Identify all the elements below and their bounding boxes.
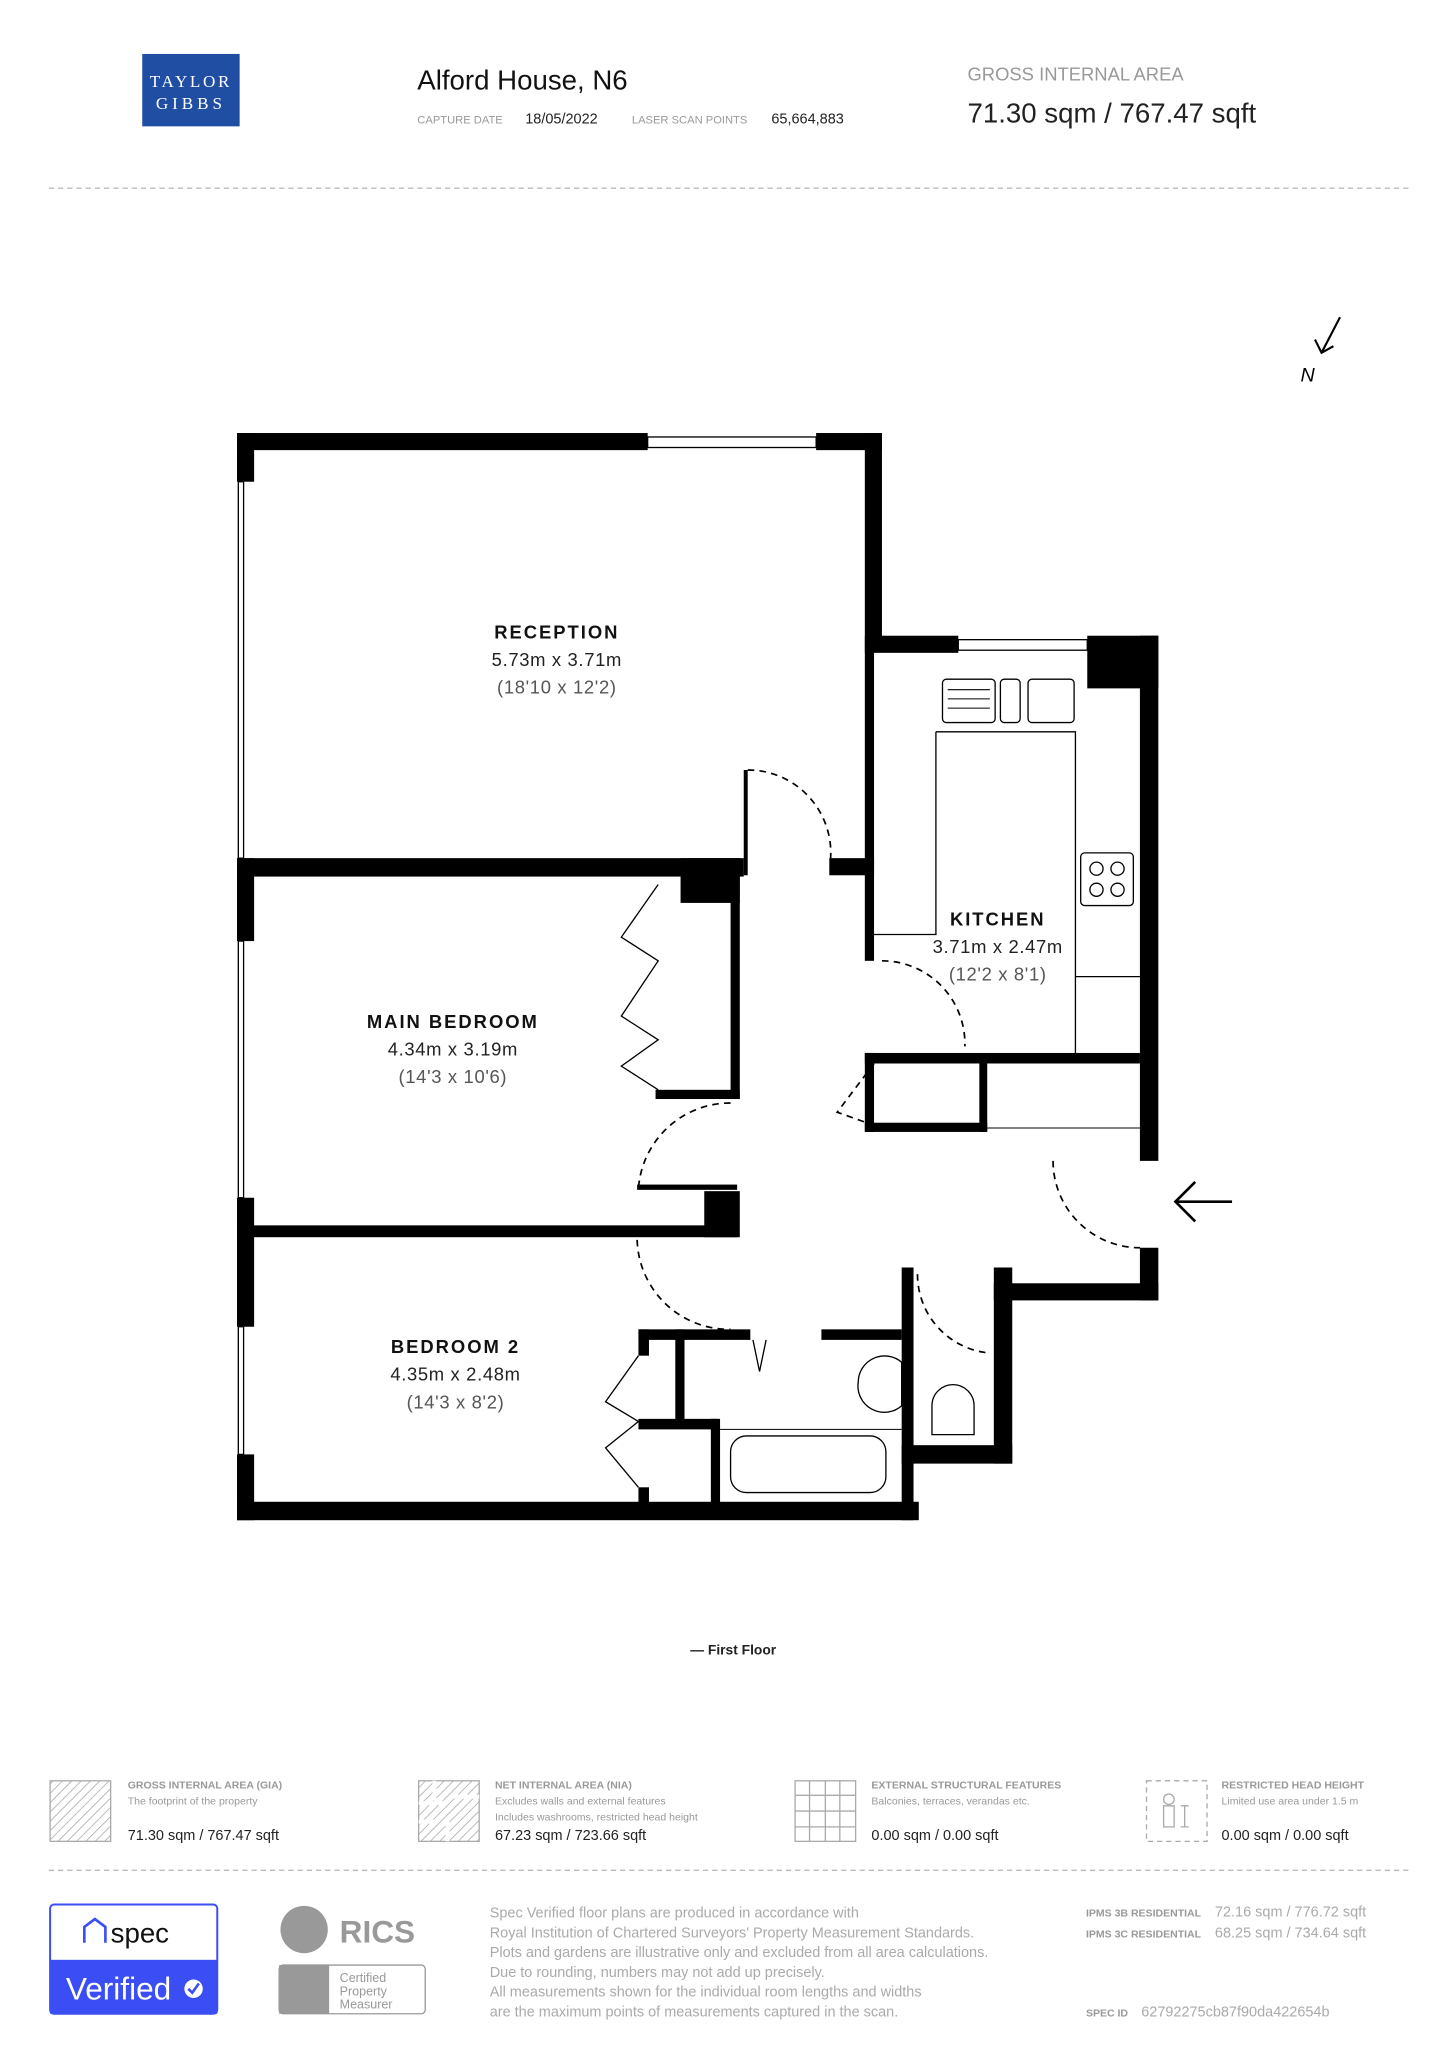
svg-text:TAYLOR: TAYLOR <box>150 72 232 91</box>
room-label-reception: RECEPTION 5.73m x 3.71m (18'10 x 12'2) <box>492 621 622 697</box>
door-swings <box>604 769 1140 1488</box>
svg-text:Property: Property <box>340 1984 388 1998</box>
svg-text:All measurements shown for the: All measurements shown for the individua… <box>490 1985 922 2001</box>
toilet-icon <box>931 1383 975 1436</box>
svg-text:Due to rounding, numbers may n: Due to rounding, numbers may not add up … <box>490 1965 825 1981</box>
room-label-main-bedroom: MAIN BEDROOM 4.34m x 3.19m (14'3 x 10'6) <box>367 1011 539 1087</box>
basin-icon <box>857 1355 903 1413</box>
svg-text:Balconies, terraces, verandas: Balconies, terraces, verandas etc. <box>871 1796 1029 1808</box>
svg-text:Measurer: Measurer <box>340 1998 393 2012</box>
rics-logo: RICS Certified Property Measurer <box>278 1905 426 2015</box>
svg-text:Spec Verified floor plans are: Spec Verified floor plans are produced i… <box>490 1906 859 1922</box>
svg-text:Includes washrooms, restricted: Includes washrooms, restricted head heig… <box>495 1811 698 1823</box>
svg-text:(18'10 x 12'2): (18'10 x 12'2) <box>497 677 617 698</box>
scan-points: 65,664,883 <box>771 112 843 128</box>
svg-text:EXTERNAL STRUCTURAL FEATURES: EXTERNAL STRUCTURAL FEATURES <box>871 1780 1061 1792</box>
ipms-areas: IPMS 3B RESIDENTIAL 72.16 sqm / 776.72 s… <box>1086 1904 1366 2020</box>
svg-text:4.35m x 2.48m: 4.35m x 2.48m <box>390 1364 520 1385</box>
disclaimer: Spec Verified floor plans are produced i… <box>490 1906 989 2021</box>
capture-date: 18/05/2022 <box>525 112 597 128</box>
svg-text:RICS: RICS <box>340 1914 415 1950</box>
sink-icon <box>999 678 1021 724</box>
grid-icon <box>794 1780 857 1843</box>
gia-value: 71.30 sqm / 767.47 sqft <box>967 97 1256 128</box>
svg-text:0.00 sqm / 0.00 sqft: 0.00 sqm / 0.00 sqft <box>871 1828 998 1844</box>
svg-text:Verified: Verified <box>66 1970 171 2006</box>
svg-text:N: N <box>1300 365 1315 387</box>
svg-text:0.00 sqm / 0.00 sqft: 0.00 sqm / 0.00 sqft <box>1222 1828 1349 1844</box>
room-label-kitchen: KITCHEN 3.71m x 2.47m (12'2 x 8'1) <box>933 908 1063 984</box>
svg-text:62792275cb87f90da422654b: 62792275cb87f90da422654b <box>1141 2004 1329 2020</box>
svg-text:BEDROOM 2: BEDROOM 2 <box>391 1336 520 1357</box>
svg-text:71.30 sqm / 767.47 sqft: 71.30 sqm / 767.47 sqft <box>128 1828 279 1844</box>
svg-text:are the maximum points of meas: are the maximum points of measurements c… <box>490 2004 899 2020</box>
svg-text:Plots and gardens are illustra: Plots and gardens are illustrative only … <box>490 1945 989 1961</box>
scan-points-label: LASER SCAN POINTS <box>632 115 747 127</box>
walls <box>237 433 1159 1521</box>
floor-plan <box>237 433 1233 1521</box>
svg-text:SPEC ID: SPEC ID <box>1086 2007 1128 2019</box>
spec-verified-badge: spec Verified <box>49 1903 219 2015</box>
legend-nia: NET INTERNAL AREA (NIA) Excludes walls a… <box>417 1780 698 1844</box>
fixtures <box>720 678 1140 1494</box>
svg-text:67.23 sqm / 723.66 sqft: 67.23 sqm / 723.66 sqft <box>495 1828 646 1844</box>
svg-text:Excludes walls and external fe: Excludes walls and external features <box>495 1796 666 1808</box>
north-arrow-icon: N <box>1300 316 1341 387</box>
svg-text:GROSS INTERNAL AREA (GIA): GROSS INTERNAL AREA (GIA) <box>128 1780 282 1792</box>
svg-text:spec: spec <box>111 1918 170 1949</box>
person-height-icon <box>1145 1780 1208 1843</box>
company-logo: TAYLOR GIBBS <box>142 53 240 127</box>
svg-text:72.16 sqm / 776.72 sqft: 72.16 sqm / 776.72 sqft <box>1215 1904 1366 1920</box>
property-title: Alford House, N6 <box>417 65 627 96</box>
svg-text:4.34m x 3.19m: 4.34m x 3.19m <box>388 1039 518 1060</box>
legend-external: EXTERNAL STRUCTURAL FEATURES Balconies, … <box>794 1780 1061 1844</box>
legend-gia: GROSS INTERNAL AREA (GIA) The footprint … <box>49 1780 282 1844</box>
svg-text:The footprint of the property: The footprint of the property <box>128 1796 259 1808</box>
legend-restricted: RESTRICTED HEAD HEIGHT Limited use area … <box>1145 1780 1365 1844</box>
svg-text:68.25 sqm / 734.64 sqft: 68.25 sqm / 734.64 sqft <box>1215 1925 1366 1941</box>
spec-house-icon <box>83 1917 107 1943</box>
svg-text:NET INTERNAL AREA (NIA): NET INTERNAL AREA (NIA) <box>495 1780 632 1792</box>
capture-date-label: CAPTURE DATE <box>417 115 502 127</box>
bath-icon <box>729 1435 887 1494</box>
svg-text:RECEPTION: RECEPTION <box>494 621 619 642</box>
floor-label: — First Floor <box>690 1641 777 1657</box>
hob-icon <box>1080 852 1134 907</box>
svg-text:(14'3 x 10'6): (14'3 x 10'6) <box>399 1066 508 1087</box>
svg-text:Royal Institution of Chartered: Royal Institution of Chartered Surveyors… <box>490 1925 974 1941</box>
svg-text:RESTRICTED HEAD HEIGHT: RESTRICTED HEAD HEIGHT <box>1222 1780 1365 1792</box>
svg-text:KITCHEN: KITCHEN <box>950 908 1046 929</box>
gia-label: GROSS INTERNAL AREA <box>967 63 1184 84</box>
svg-text:5.73m x 3.71m: 5.73m x 3.71m <box>492 649 622 670</box>
svg-text:3.71m x 2.47m: 3.71m x 2.47m <box>933 936 1063 957</box>
svg-text:IPMS 3C RESIDENTIAL: IPMS 3C RESIDENTIAL <box>1086 1928 1202 1940</box>
svg-text:MAIN BEDROOM: MAIN BEDROOM <box>367 1011 539 1032</box>
gia-hatch-icon <box>49 1780 112 1843</box>
entrance-arrow-icon <box>1173 1181 1233 1223</box>
svg-text:GIBBS: GIBBS <box>156 94 226 113</box>
svg-text:Limited use area under 1.5 m: Limited use area under 1.5 m <box>1222 1796 1359 1808</box>
room-label-bedroom-2: BEDROOM 2 4.35m x 2.48m (14'3 x 8'2) <box>390 1336 520 1412</box>
svg-text:(12'2 x 8'1): (12'2 x 8'1) <box>949 964 1047 985</box>
svg-text:(14'3 x 8'2): (14'3 x 8'2) <box>407 1391 505 1412</box>
svg-text:Certified: Certified <box>340 1971 387 1985</box>
svg-text:IPMS 3B RESIDENTIAL: IPMS 3B RESIDENTIAL <box>1086 1907 1202 1919</box>
